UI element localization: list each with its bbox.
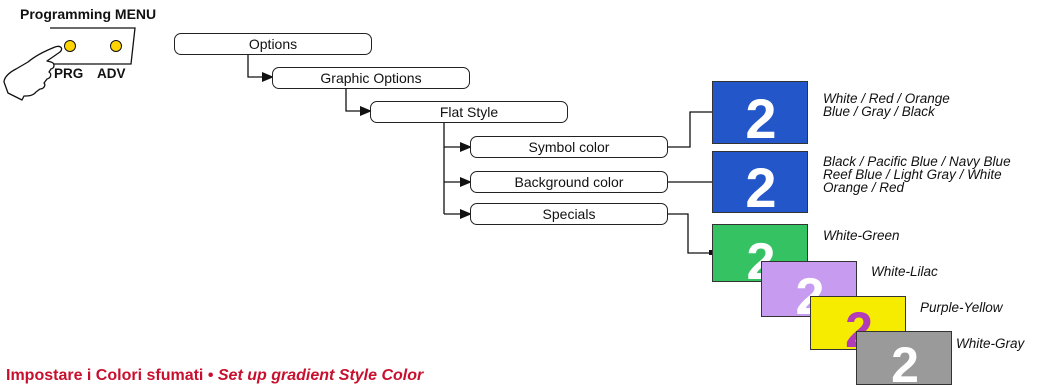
symbol-digit: 2 bbox=[745, 87, 776, 145]
special-digit-4: 2 bbox=[891, 337, 919, 386]
menu-options[interactable]: Options bbox=[174, 33, 372, 55]
special-tile-white-green: 2 bbox=[712, 224, 808, 283]
special-label-purple-yellow: Purple-Yellow bbox=[920, 300, 1003, 315]
background-digit: 2 bbox=[745, 156, 776, 214]
special-label-white-green: White-Green bbox=[823, 228, 900, 243]
symbol-color-options: White / Red / Orange Blue / Gray / Black bbox=[823, 91, 950, 119]
menu-symbol-color[interactable]: Symbol color bbox=[470, 136, 668, 158]
symbol-color-tile: 2 bbox=[712, 81, 808, 145]
background-options-line1: Black / Pacific Blue / Navy Blue bbox=[823, 154, 1011, 169]
programming-menu-title: Programming MENU bbox=[20, 6, 157, 22]
menu-specials[interactable]: Specials bbox=[470, 203, 668, 225]
connector-dot-specials bbox=[709, 250, 714, 255]
footer-italian: Impostare i Colori sfumati • bbox=[6, 367, 214, 384]
menu-graphic-options[interactable]: Graphic Options bbox=[272, 67, 470, 89]
symbol-options-line2: Blue / Gray / Black bbox=[823, 104, 935, 119]
adv-button[interactable] bbox=[110, 40, 122, 52]
connector-graphic-flat bbox=[345, 88, 372, 116]
button-panel bbox=[50, 27, 136, 65]
prg-label: PRG bbox=[54, 66, 84, 81]
background-color-options: Black / Pacific Blue / Navy Blue Reef Bl… bbox=[823, 154, 1011, 195]
pointing-hand-icon bbox=[3, 45, 63, 101]
connector-options-graphic bbox=[247, 54, 274, 82]
prg-button[interactable] bbox=[64, 40, 76, 52]
adv-label: ADV bbox=[97, 66, 126, 81]
special-label-white-gray: White-Gray bbox=[956, 336, 1025, 351]
menu-background-color[interactable]: Background color bbox=[470, 171, 668, 193]
footer-title: Impostare i Colori sfumati • Set up grad… bbox=[6, 367, 423, 385]
background-options-line3: Orange / Red bbox=[823, 180, 905, 195]
special-tile-white-gray: 2 bbox=[856, 331, 952, 386]
menu-flat-style[interactable]: Flat Style bbox=[370, 101, 568, 123]
symbol-options-line1: White / Red / Orange bbox=[823, 91, 950, 106]
background-options-line2: Reef Blue / Light Gray / White bbox=[823, 167, 1002, 182]
special-label-white-lilac: White-Lilac bbox=[871, 264, 938, 279]
connector-specials-tile bbox=[668, 213, 712, 254]
special-tile-white-lilac: 2 bbox=[761, 261, 857, 318]
footer-english: Set up gradient Style Color bbox=[217, 367, 424, 384]
background-color-tile: 2 bbox=[712, 151, 808, 214]
